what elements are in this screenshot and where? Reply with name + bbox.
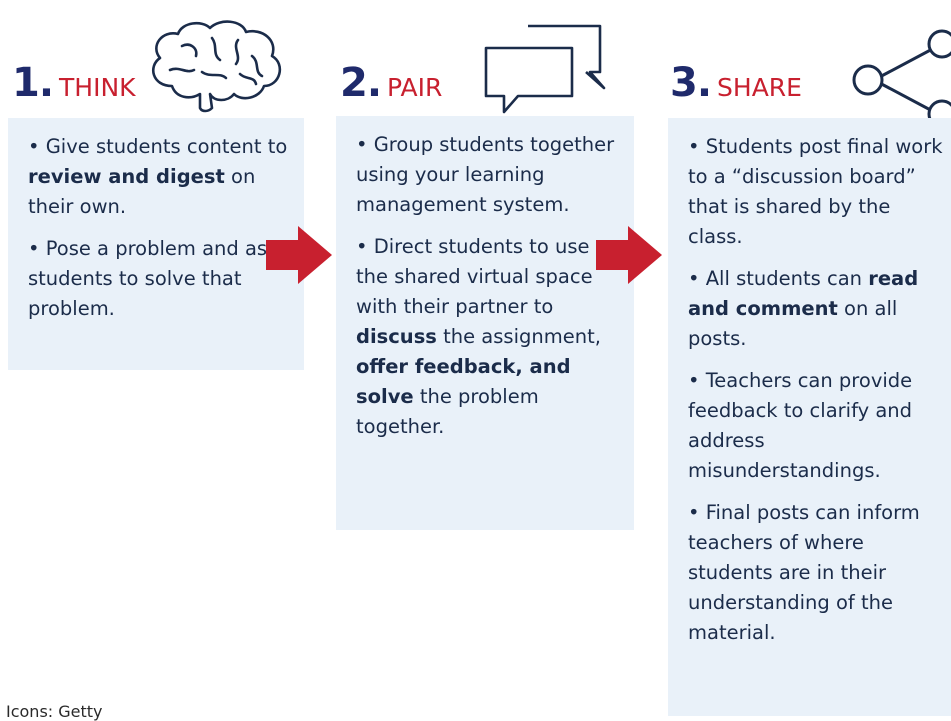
step-3-title: SHARE [717, 73, 802, 102]
image-credit: Icons: Getty [6, 702, 103, 721]
step-2-bullet-1: • Group students together using your lea… [356, 133, 615, 216]
share-icon [852, 29, 951, 129]
step-3-bullet-1: • Students post final work to a “discuss… [688, 135, 943, 248]
step-1-bullet-1: • Give students content to review and di… [28, 135, 288, 218]
step-2-header: 2. PAIR [340, 60, 442, 106]
step-3-header: 3. SHARE [670, 60, 802, 106]
step-1-title: THINK [59, 73, 136, 102]
step-3-panel: • Students post final work to a “discuss… [668, 118, 951, 716]
step-1-number: 1. [12, 60, 54, 106]
chat-bubbles-icon [484, 24, 606, 114]
step-1-header: 1. THINK [12, 60, 136, 106]
step-2-panel: • Group students together using your lea… [336, 116, 634, 530]
arrow-1-icon [266, 226, 332, 284]
step-3-bullet-3: • Teachers can provide feedback to clari… [688, 369, 913, 482]
step-3-number: 3. [670, 60, 712, 106]
arrow-2-icon [596, 226, 662, 284]
step-1-panel: • Give students content to review and di… [8, 118, 304, 370]
step-3-bullet-4: • Final posts can inform teachers of whe… [688, 501, 920, 644]
step-2-number: 2. [340, 60, 382, 106]
step-3-bullet-2: • All students can read and comment on a… [688, 267, 919, 350]
step-2-bullet-2: • Direct students to use the shared virt… [356, 235, 601, 438]
step-1-bullet-2: • Pose a problem and ask students to sol… [28, 237, 279, 320]
brain-icon [151, 20, 282, 113]
step-2-title: PAIR [387, 73, 443, 102]
